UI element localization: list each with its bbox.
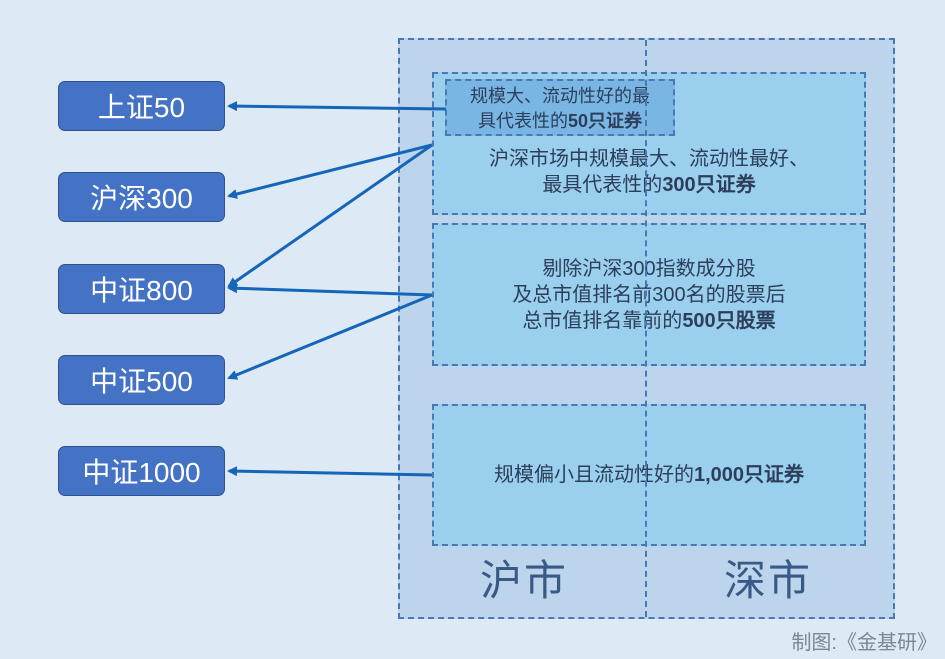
tier-csi1000-desc: 规模偏小且流动性好的 <box>493 464 694 486</box>
tier-csi500-line1: 剔除沪深300指数成分股 <box>542 257 756 280</box>
index-sse50-button[interactable]: 上证50 <box>58 81 225 131</box>
market-shanghai-label: 沪市 <box>480 556 569 605</box>
tier-csi500-box: 剔除沪深300指数成分股 及总市值排名前300名的股票后 总市值排名靠前的500… <box>432 223 866 366</box>
tier-csi500-line2: 及总市值排名前300名的股票后 <box>512 283 786 306</box>
tier-sse50-count: 50只证券 <box>567 111 643 131</box>
index-csi800-button[interactable]: 中证800 <box>58 264 225 314</box>
tier-csi300-line1: 沪深市场中规模最大、流动性最好、 <box>489 148 809 170</box>
tier-sse50-line1: 规模大、流动性好的最 <box>470 86 650 106</box>
market-divider <box>645 40 647 617</box>
index-csi1000-button[interactable]: 中证1000 <box>58 446 225 496</box>
tier-csi300-line2: 最具代表性的 <box>542 174 663 196</box>
tier-csi1000-box: 规模偏小且流动性好的1,000只证券 <box>432 404 866 546</box>
index-csi500-button[interactable]: 中证500 <box>58 355 225 405</box>
tier-sse50-box: 规模大、流动性好的最 具代表性的50只证券 <box>445 79 675 136</box>
tier-csi1000-count: 1,000只证券 <box>693 464 805 486</box>
tier-sse50-line2: 具代表性的 <box>477 111 568 131</box>
market-shenzhen-label: 深市 <box>724 556 813 605</box>
index-csi300-button[interactable]: 沪深300 <box>58 172 225 222</box>
tier-csi500-line3: 总市值排名靠前的 <box>522 309 683 332</box>
credit-text: 制图:《金基研》 <box>791 632 937 654</box>
tier-csi500-count: 500只股票 <box>682 309 776 332</box>
tier-csi300-count: 300只证券 <box>662 174 756 196</box>
